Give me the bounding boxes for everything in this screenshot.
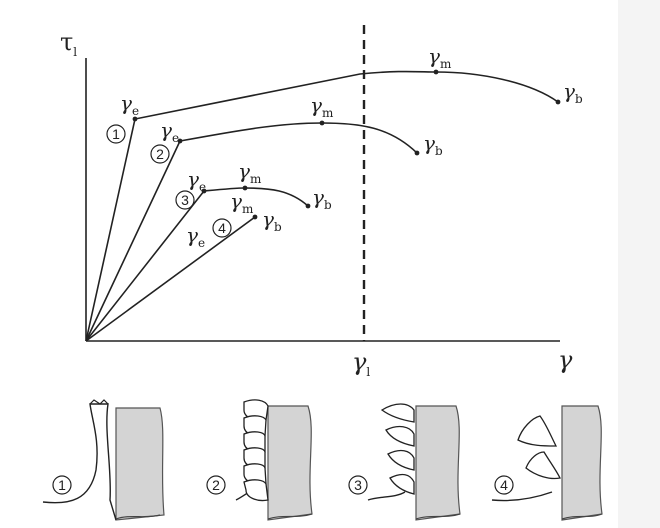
chip-sketch-3: 3	[348, 403, 461, 521]
chip-sketch-1: 1	[42, 399, 165, 521]
chip-marker-4: 4	[500, 477, 508, 493]
label-max-2: γm	[310, 93, 334, 120]
label-break-2: γb	[423, 131, 443, 158]
point-max-1	[433, 69, 439, 75]
label-max-4: γm	[230, 189, 254, 216]
gamma-l-label: γl	[352, 348, 370, 379]
label-break-3: γb	[312, 185, 332, 212]
curve-2	[85, 122, 418, 342]
label-elastic-1: γe	[120, 91, 139, 118]
label-break-4: γb	[262, 207, 282, 234]
y-axis-label: τl	[60, 28, 77, 59]
chip-marker-1: 1	[58, 477, 66, 493]
point-elastic-3	[201, 188, 207, 194]
label-elastic-2: γe	[160, 118, 179, 145]
chip-marker-2: 2	[212, 477, 220, 493]
point-max-3	[242, 185, 248, 191]
point-elastic-2	[177, 138, 183, 144]
chip-sketch-4: 4	[491, 405, 603, 521]
label-break-1: γb	[563, 79, 583, 106]
point-break-4	[252, 214, 258, 220]
label-elastic-3: γe	[187, 167, 206, 194]
point-break-3	[305, 203, 311, 209]
label-max-3: γm	[238, 159, 262, 186]
curve-marker-3: 3	[181, 192, 189, 208]
point-break-2	[414, 150, 420, 156]
curve-marker-2: 2	[156, 146, 164, 162]
x-axis-label: γ	[558, 346, 573, 374]
curve-marker-2-circle	[150, 144, 170, 164]
point-elastic-1	[132, 116, 138, 122]
curve-marker-4-circle	[212, 218, 232, 238]
label-elastic-4: γe	[186, 223, 205, 250]
point-break-1	[555, 99, 561, 105]
curve-3	[85, 187, 309, 342]
curve-marker-1-circle	[106, 124, 126, 144]
page-edge	[618, 0, 660, 528]
chip-sketch-2: 2	[206, 399, 313, 521]
curve-4	[85, 216, 256, 342]
chip-marker-3: 3	[354, 477, 362, 493]
point-max-2	[319, 120, 325, 126]
curve-marker-4: 4	[218, 220, 226, 236]
curve-marker-3-circle	[175, 190, 195, 210]
curve-marker-1: 1	[112, 126, 120, 142]
label-max-1: γm	[428, 44, 452, 71]
